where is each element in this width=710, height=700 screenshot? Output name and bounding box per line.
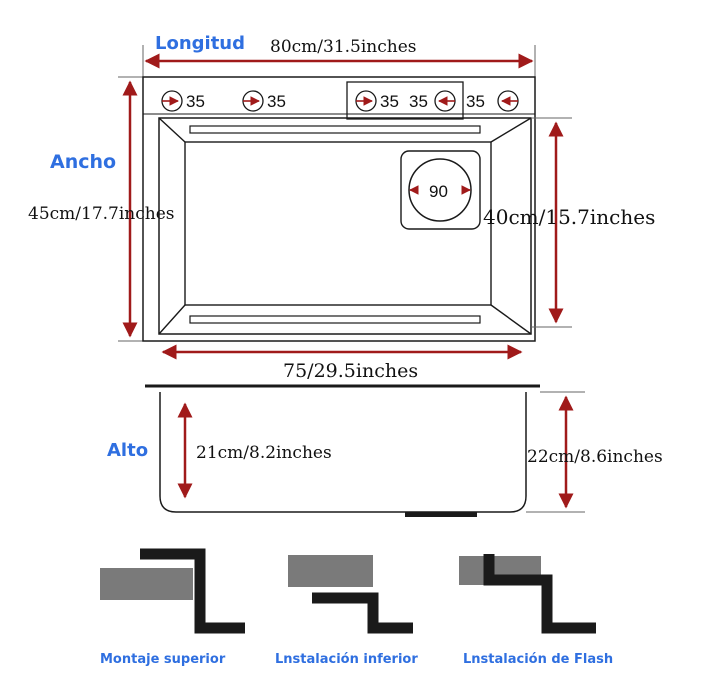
top-mount-caption: Montaje superior	[100, 652, 226, 667]
faucet-hole-5: 35	[466, 90, 519, 112]
bowl-corner-tl	[158, 117, 186, 143]
top-accessory-rail	[189, 125, 481, 134]
bowl-length-text: 75/29.5inches	[283, 360, 418, 382]
flush-mount-caption: Lnstalación de Flash	[463, 652, 613, 667]
hole-size-3: 35	[380, 92, 399, 111]
faucet-hole-1: 35	[161, 90, 205, 112]
hole-size-1: 35	[186, 92, 205, 111]
hole-size-2: 35	[267, 92, 286, 111]
faucet-hole-4: 35	[409, 90, 456, 112]
inner-depth-text: 21cm/8.2inches	[196, 443, 332, 463]
hole-size-5: 35	[466, 92, 485, 111]
bowl-floor	[184, 141, 492, 306]
undermount-caption: Lnstalación inferior	[275, 652, 418, 667]
top-mount-illustration	[100, 548, 245, 634]
drain-housing	[400, 150, 481, 230]
hole-size-4: 35	[409, 92, 428, 111]
side-bowl-profile	[159, 392, 527, 513]
width-label: Ancho	[50, 151, 116, 173]
bowl-corner-tr	[490, 117, 532, 143]
bowl-outer-rim	[158, 117, 532, 335]
bottom-accessory-rail	[189, 315, 481, 324]
sink-top-outline	[142, 76, 536, 342]
height-label: Alto	[107, 440, 148, 461]
width-dimension-text: 45cm/17.7inches	[28, 204, 175, 224]
undermount-illustration	[288, 555, 413, 634]
drain-size-text: 90	[429, 182, 448, 201]
side-drain-outlet	[405, 512, 477, 517]
length-label: Longitud	[155, 33, 245, 54]
drain-ring	[408, 158, 472, 222]
bowl-width-text: 40cm/15.7inches	[483, 205, 655, 229]
bowl-corner-br	[490, 304, 532, 335]
length-dimension-text: 80cm/31.5inches	[270, 37, 417, 57]
outer-depth-text: 22cm/8.6inches	[527, 447, 663, 467]
faucet-hole-3: 35	[355, 90, 399, 112]
flush-mount-illustration	[459, 554, 596, 634]
faucet-hole-2: 35	[242, 90, 286, 112]
bowl-corner-bl	[158, 304, 186, 335]
faucet-panel	[346, 81, 464, 120]
